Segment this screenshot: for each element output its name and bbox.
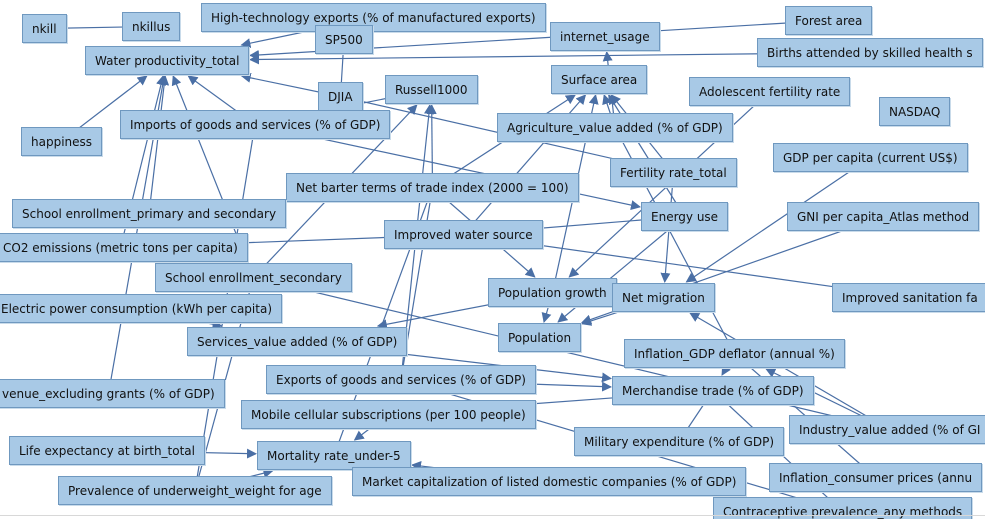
node-revenue[interactable]: venue_excluding grants (% of GDP) bbox=[0, 379, 225, 408]
node-russell1000[interactable]: Russell1000 bbox=[385, 75, 478, 104]
node-services[interactable]: Services_value added (% of GDP) bbox=[187, 327, 408, 356]
node-nasdaq[interactable]: NASDAQ bbox=[879, 97, 951, 126]
node-school-primary-secondary[interactable]: School enrollment_primary and secondary bbox=[12, 199, 287, 228]
node-co2-emissions[interactable]: CO2 emissions (metric tons per capita) bbox=[0, 233, 248, 262]
node-births-attended[interactable]: Births attended by skilled health s bbox=[757, 38, 983, 67]
node-inflation-consumer[interactable]: Inflation_consumer prices (annu bbox=[769, 463, 983, 492]
node-mobile-cellular[interactable]: Mobile cellular subscriptions (per 100 p… bbox=[241, 400, 536, 429]
node-electric-power[interactable]: Electric power consumption (kWh per capi… bbox=[0, 294, 283, 323]
node-adolescent-fertility[interactable]: Adolescent fertility rate bbox=[689, 77, 851, 106]
node-happiness[interactable]: happiness bbox=[21, 127, 103, 156]
node-internet-usage[interactable]: internet_usage bbox=[550, 22, 660, 51]
node-sp500[interactable]: SP500 bbox=[315, 25, 373, 54]
node-water-productivity[interactable]: Water productivity_total bbox=[85, 46, 250, 75]
node-net-migration[interactable]: Net migration bbox=[612, 283, 715, 312]
edge-gdp-per-capita-to-net-migration bbox=[685, 157, 871, 283]
node-nkill[interactable]: nkill bbox=[22, 14, 67, 43]
node-mortality[interactable]: Mortality rate_under-5 bbox=[257, 441, 411, 470]
node-fertility-rate[interactable]: Fertility rate_total bbox=[610, 158, 737, 187]
node-nkillus[interactable]: nkillus bbox=[122, 12, 181, 41]
node-improved-water[interactable]: Improved water source bbox=[384, 220, 543, 249]
bottom-divider bbox=[0, 515, 985, 516]
node-market-cap[interactable]: Market capitalization of listed domestic… bbox=[352, 467, 747, 496]
node-exports[interactable]: Exports of goods and services (% of GDP) bbox=[266, 365, 536, 394]
edge-industry-to-net-migration bbox=[689, 312, 890, 431]
node-high-tech-exports[interactable]: High-technology exports (% of manufactur… bbox=[201, 3, 546, 32]
node-imports[interactable]: Imports of goods and services (% of GDP) bbox=[120, 110, 391, 139]
node-gdp-per-capita[interactable]: GDP per capita (current US$) bbox=[773, 143, 968, 172]
node-military-expenditure[interactable]: Military expenditure (% of GDP) bbox=[574, 427, 785, 456]
node-inflation-gdp-deflator[interactable]: Inflation_GDP deflator (annual %) bbox=[624, 339, 845, 368]
node-merchandise-trade[interactable]: Merchandise trade (% of GDP) bbox=[612, 376, 814, 405]
node-industry[interactable]: Industry_value added (% of GI bbox=[789, 415, 985, 444]
node-net-barter[interactable]: Net barter terms of trade index (2000 = … bbox=[286, 173, 579, 202]
edge-school-primary-secondary-to-water-productivity bbox=[148, 75, 170, 214]
node-djia[interactable]: DJIA bbox=[318, 82, 363, 111]
node-surface-area[interactable]: Surface area bbox=[551, 65, 648, 94]
node-population-growth[interactable]: Population growth bbox=[488, 278, 617, 307]
node-school-secondary[interactable]: School enrollment_secondary bbox=[155, 263, 352, 292]
node-agriculture[interactable]: Agriculture_value added (% of GDP) bbox=[497, 113, 733, 142]
node-prevalence-underweight[interactable]: Prevalence of underweight_weight for age bbox=[58, 476, 332, 505]
node-gni-per-capita[interactable]: GNI per capita_Atlas method bbox=[787, 202, 980, 231]
node-forest-area[interactable]: Forest area bbox=[785, 6, 873, 35]
node-improved-sanitation[interactable]: Improved sanitation fa bbox=[832, 283, 985, 312]
node-life-expectancy[interactable]: Life expectancy at birth_total bbox=[9, 436, 205, 465]
node-population[interactable]: Population bbox=[498, 323, 582, 352]
node-energy-use[interactable]: Energy use bbox=[641, 202, 729, 231]
